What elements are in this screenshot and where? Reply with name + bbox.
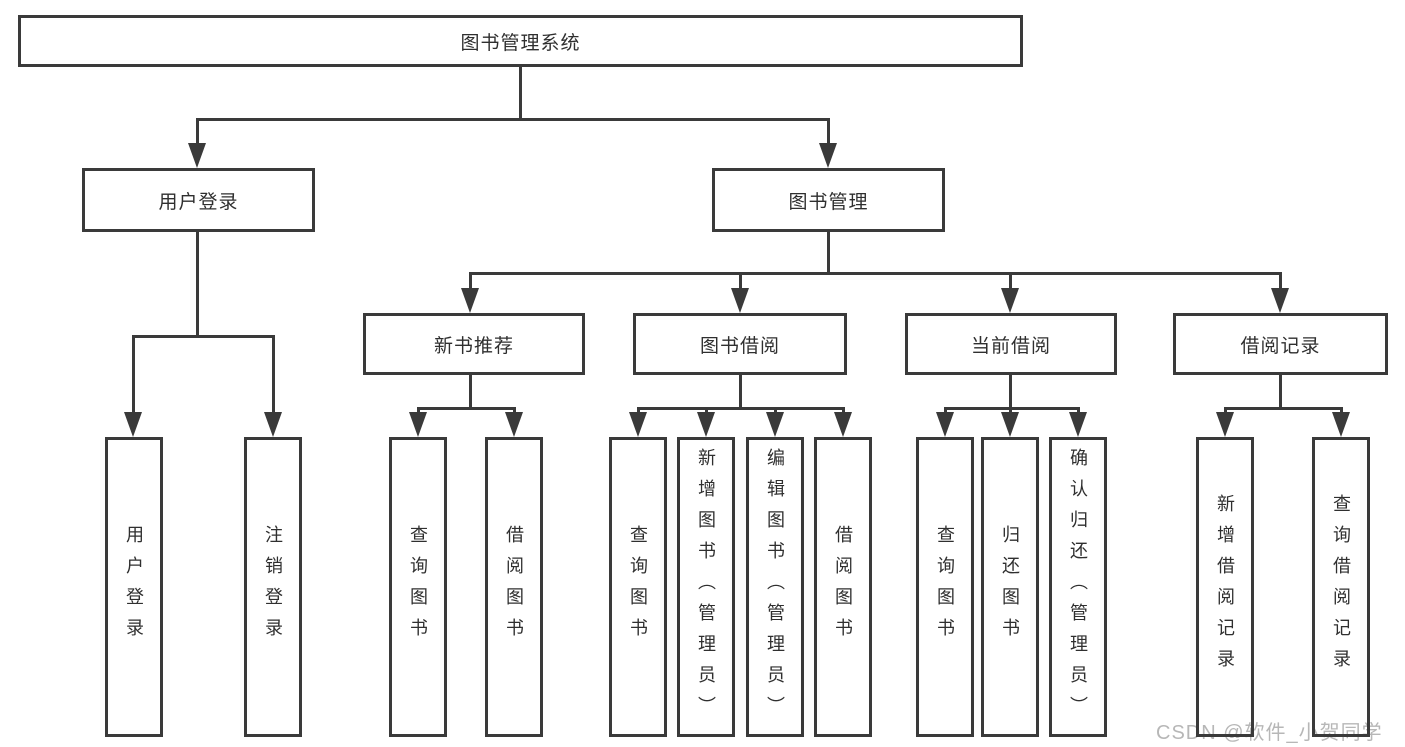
arrow-down-icon xyxy=(409,412,427,437)
arrow-down-icon xyxy=(1001,412,1019,437)
arrow-down-icon xyxy=(697,412,715,437)
arrow-down-icon xyxy=(1069,412,1087,437)
leaf-borrow-books: 借阅图书 xyxy=(814,437,872,737)
connector-line xyxy=(637,407,640,414)
arrow-down-icon xyxy=(188,143,206,168)
connector-line xyxy=(469,272,472,290)
node-label: 借阅记录 xyxy=(1240,335,1321,357)
connector-line xyxy=(1224,407,1227,414)
connector-line xyxy=(827,118,830,145)
connector-line xyxy=(637,407,845,410)
leaf-borrow-books-recommend: 借阅图书 xyxy=(485,437,543,737)
connector-line xyxy=(1009,272,1012,290)
node-label: 图书管理系统 xyxy=(460,32,581,54)
arrow-down-icon xyxy=(1216,412,1234,437)
node-book-management: 图书管理 xyxy=(712,168,945,232)
leaf-add-borrow-record: 新增借阅记录 xyxy=(1196,437,1254,737)
connector-line xyxy=(1279,272,1282,290)
arrow-down-icon xyxy=(629,412,647,437)
connector-line xyxy=(196,232,199,335)
arrow-down-icon xyxy=(264,412,282,437)
leaf-query-books-current: 查询图书 xyxy=(916,437,974,737)
node-label: 查询借阅记录 xyxy=(1331,494,1351,680)
node-label: 查询图书 xyxy=(935,525,955,649)
leaf-confirm-return-admin: 确认归还（管理员） xyxy=(1049,437,1107,737)
leaf-query-books-recommend: 查询图书 xyxy=(389,437,447,737)
connector-line xyxy=(705,407,708,414)
node-label: 确认归还（管理员） xyxy=(1068,447,1088,727)
connector-line xyxy=(469,272,1282,275)
node-label: 查询图书 xyxy=(628,525,648,649)
leaf-user-login: 用户登录 xyxy=(105,437,163,737)
node-label: 新增图书（管理员） xyxy=(696,447,716,727)
arrow-down-icon xyxy=(1332,412,1350,437)
connector-line xyxy=(944,407,1080,410)
arrow-down-icon xyxy=(1271,288,1289,313)
connector-line xyxy=(417,407,516,410)
node-label: 注销登录 xyxy=(263,525,283,649)
node-borrowing-records: 借阅记录 xyxy=(1173,313,1388,375)
node-book-borrowing: 图书借阅 xyxy=(633,313,847,375)
connector-line xyxy=(739,375,742,407)
connector-line xyxy=(272,335,275,413)
arrow-down-icon xyxy=(819,143,837,168)
arrow-down-icon xyxy=(766,412,784,437)
connector-line xyxy=(196,118,830,121)
connector-line xyxy=(842,407,845,414)
node-library-management-system: 图书管理系统 xyxy=(18,15,1023,67)
connector-line xyxy=(132,335,275,338)
connector-line xyxy=(469,375,472,407)
node-label: 图书借阅 xyxy=(699,335,780,357)
connector-line xyxy=(1279,375,1282,407)
leaf-logout: 注销登录 xyxy=(244,437,302,737)
leaf-edit-books-admin: 编辑图书（管理员） xyxy=(746,437,804,737)
node-label: 借阅图书 xyxy=(833,525,853,649)
arrow-down-icon xyxy=(124,412,142,437)
connector-line xyxy=(1224,407,1343,410)
node-current-borrowing: 当前借阅 xyxy=(905,313,1117,375)
arrow-down-icon xyxy=(936,412,954,437)
node-label: 查询图书 xyxy=(408,525,428,649)
node-label: 归还图书 xyxy=(1000,525,1020,649)
watermark: CSDN @软件_小贺同学 xyxy=(1156,722,1383,744)
arrow-down-icon xyxy=(834,412,852,437)
connector-line xyxy=(1009,375,1012,407)
connector-line xyxy=(519,67,522,118)
connector-line xyxy=(132,335,135,413)
leaf-add-books-admin: 新增图书（管理员） xyxy=(677,437,735,737)
node-label: 新书推荐 xyxy=(433,335,514,357)
connector-line xyxy=(1009,407,1012,414)
connector-line xyxy=(1340,407,1343,414)
node-label: 当前借阅 xyxy=(970,335,1051,357)
node-label: 编辑图书（管理员） xyxy=(765,447,785,727)
connector-line xyxy=(827,232,830,272)
connector-line xyxy=(739,272,742,290)
connector-line xyxy=(1077,407,1080,414)
arrow-down-icon xyxy=(505,412,523,437)
node-label: 借阅图书 xyxy=(504,525,524,649)
connector-line xyxy=(417,407,420,414)
connector-line xyxy=(944,407,947,414)
node-label: 用户登录 xyxy=(124,525,144,649)
node-label: 新增借阅记录 xyxy=(1215,494,1235,680)
leaf-return-books: 归还图书 xyxy=(981,437,1039,737)
arrow-down-icon xyxy=(461,288,479,313)
node-label: 图书管理 xyxy=(788,191,869,213)
node-label: 用户登录 xyxy=(158,191,239,213)
connector-line xyxy=(513,407,516,414)
arrow-down-icon xyxy=(1001,288,1019,313)
leaf-query-books-borrow: 查询图书 xyxy=(609,437,667,737)
connector-line xyxy=(774,407,777,414)
connector-line xyxy=(196,118,199,145)
leaf-query-borrow-record: 查询借阅记录 xyxy=(1312,437,1370,737)
node-user-login: 用户登录 xyxy=(82,168,315,232)
node-new-book-recommendation: 新书推荐 xyxy=(363,313,585,375)
arrow-down-icon xyxy=(731,288,749,313)
